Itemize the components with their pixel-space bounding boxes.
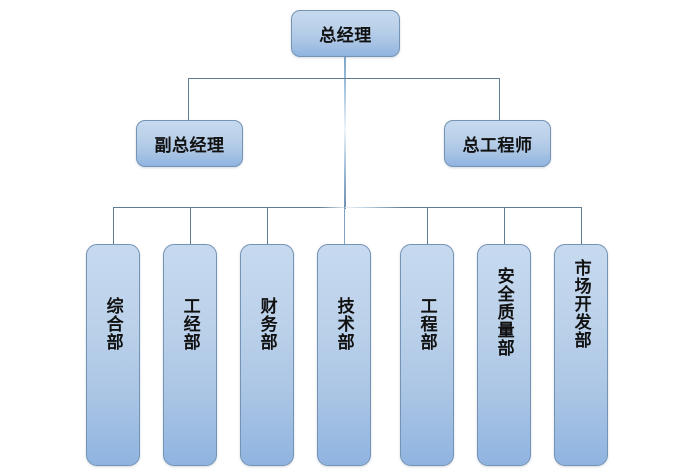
node-dept-engineering-economics[interactable]: 工经部 <box>163 244 217 466</box>
connector-drop-dept-1 <box>113 207 114 244</box>
connector-drop-deputy-gm <box>188 78 189 120</box>
node-label: 总经理 <box>319 26 372 45</box>
node-deputy-general-manager[interactable]: 副总经理 <box>136 120 243 167</box>
connector-drop-dept-3 <box>267 207 268 244</box>
connector-drop-dept-4 <box>344 207 345 244</box>
connector-drop-chief-engineer <box>499 78 500 120</box>
node-dept-safety-quality[interactable]: 安全质量部 <box>477 244 531 466</box>
connector-drop-dept-2 <box>190 207 191 244</box>
connector-level3-bus <box>113 207 582 208</box>
connector-drop-dept-6 <box>504 207 505 244</box>
node-label: 工经部 <box>180 297 200 351</box>
connector-drop-dept-5 <box>427 207 428 244</box>
node-label: 总工程师 <box>462 136 533 155</box>
node-label: 副总经理 <box>154 136 225 155</box>
node-chief-engineer[interactable]: 总工程师 <box>444 120 551 167</box>
node-dept-market-development[interactable]: 市场开发部 <box>554 244 608 466</box>
node-general-manager[interactable]: 总经理 <box>291 10 400 57</box>
connector-drop-dept-7 <box>581 207 582 244</box>
node-label: 工程部 <box>417 297 437 351</box>
node-label: 安全质量部 <box>494 267 514 357</box>
node-dept-finance[interactable]: 财务部 <box>240 244 294 466</box>
node-label: 财务部 <box>257 297 277 351</box>
node-dept-general-affairs[interactable]: 综合部 <box>86 244 140 466</box>
connector-root-trunk <box>344 57 346 209</box>
node-label: 市场开发部 <box>571 259 591 349</box>
node-label: 综合部 <box>103 297 123 351</box>
node-dept-engineering[interactable]: 工程部 <box>400 244 454 466</box>
node-dept-technology[interactable]: 技术部 <box>317 244 371 466</box>
connector-level2-bus <box>188 78 500 79</box>
node-label: 技术部 <box>334 297 354 351</box>
